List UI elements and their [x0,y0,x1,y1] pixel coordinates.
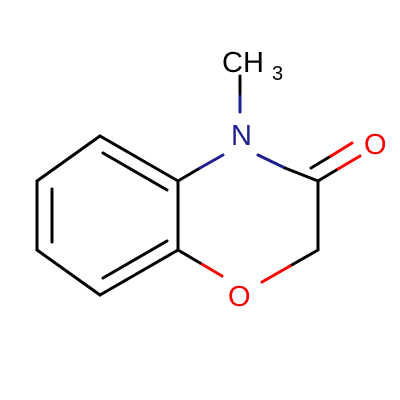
bond-ring-c6-c1 [35,134,102,183]
bond-ring-inner-bottom [101,239,169,280]
bond-co-double-a-black [316,167,340,183]
methyl-label-subscript: 3 [272,63,283,85]
bond-car-n-black [176,166,202,183]
ring-oxygen-label: O [228,281,251,313]
bond-ring-inner-top [101,151,169,192]
bond-co-double-b-black [309,154,333,170]
bond-co-double-a-red [336,154,362,171]
carbonyl-oxygen-label: O [364,129,387,161]
bond-ch2-o-red [260,264,292,284]
bond-co-double-b-red [329,141,354,158]
methyl-label-main: CH [222,47,264,79]
bond-car-n-blue [198,153,225,170]
bond-o-car-black [176,248,202,265]
bond-ch2-o-black [288,248,320,268]
bond-n-carbonyl-blue [256,153,287,170]
bond-o-car-red [198,261,224,278]
bond-ring-c3-c4 [98,248,180,297]
bond-ring-c4-c5 [35,248,102,297]
bond-n-carbonyl-black [283,166,320,183]
bond-ring-c1-c2 [98,134,180,183]
methyl-label: CH 3 [222,47,283,85]
nitrogen-label: N [231,120,252,152]
